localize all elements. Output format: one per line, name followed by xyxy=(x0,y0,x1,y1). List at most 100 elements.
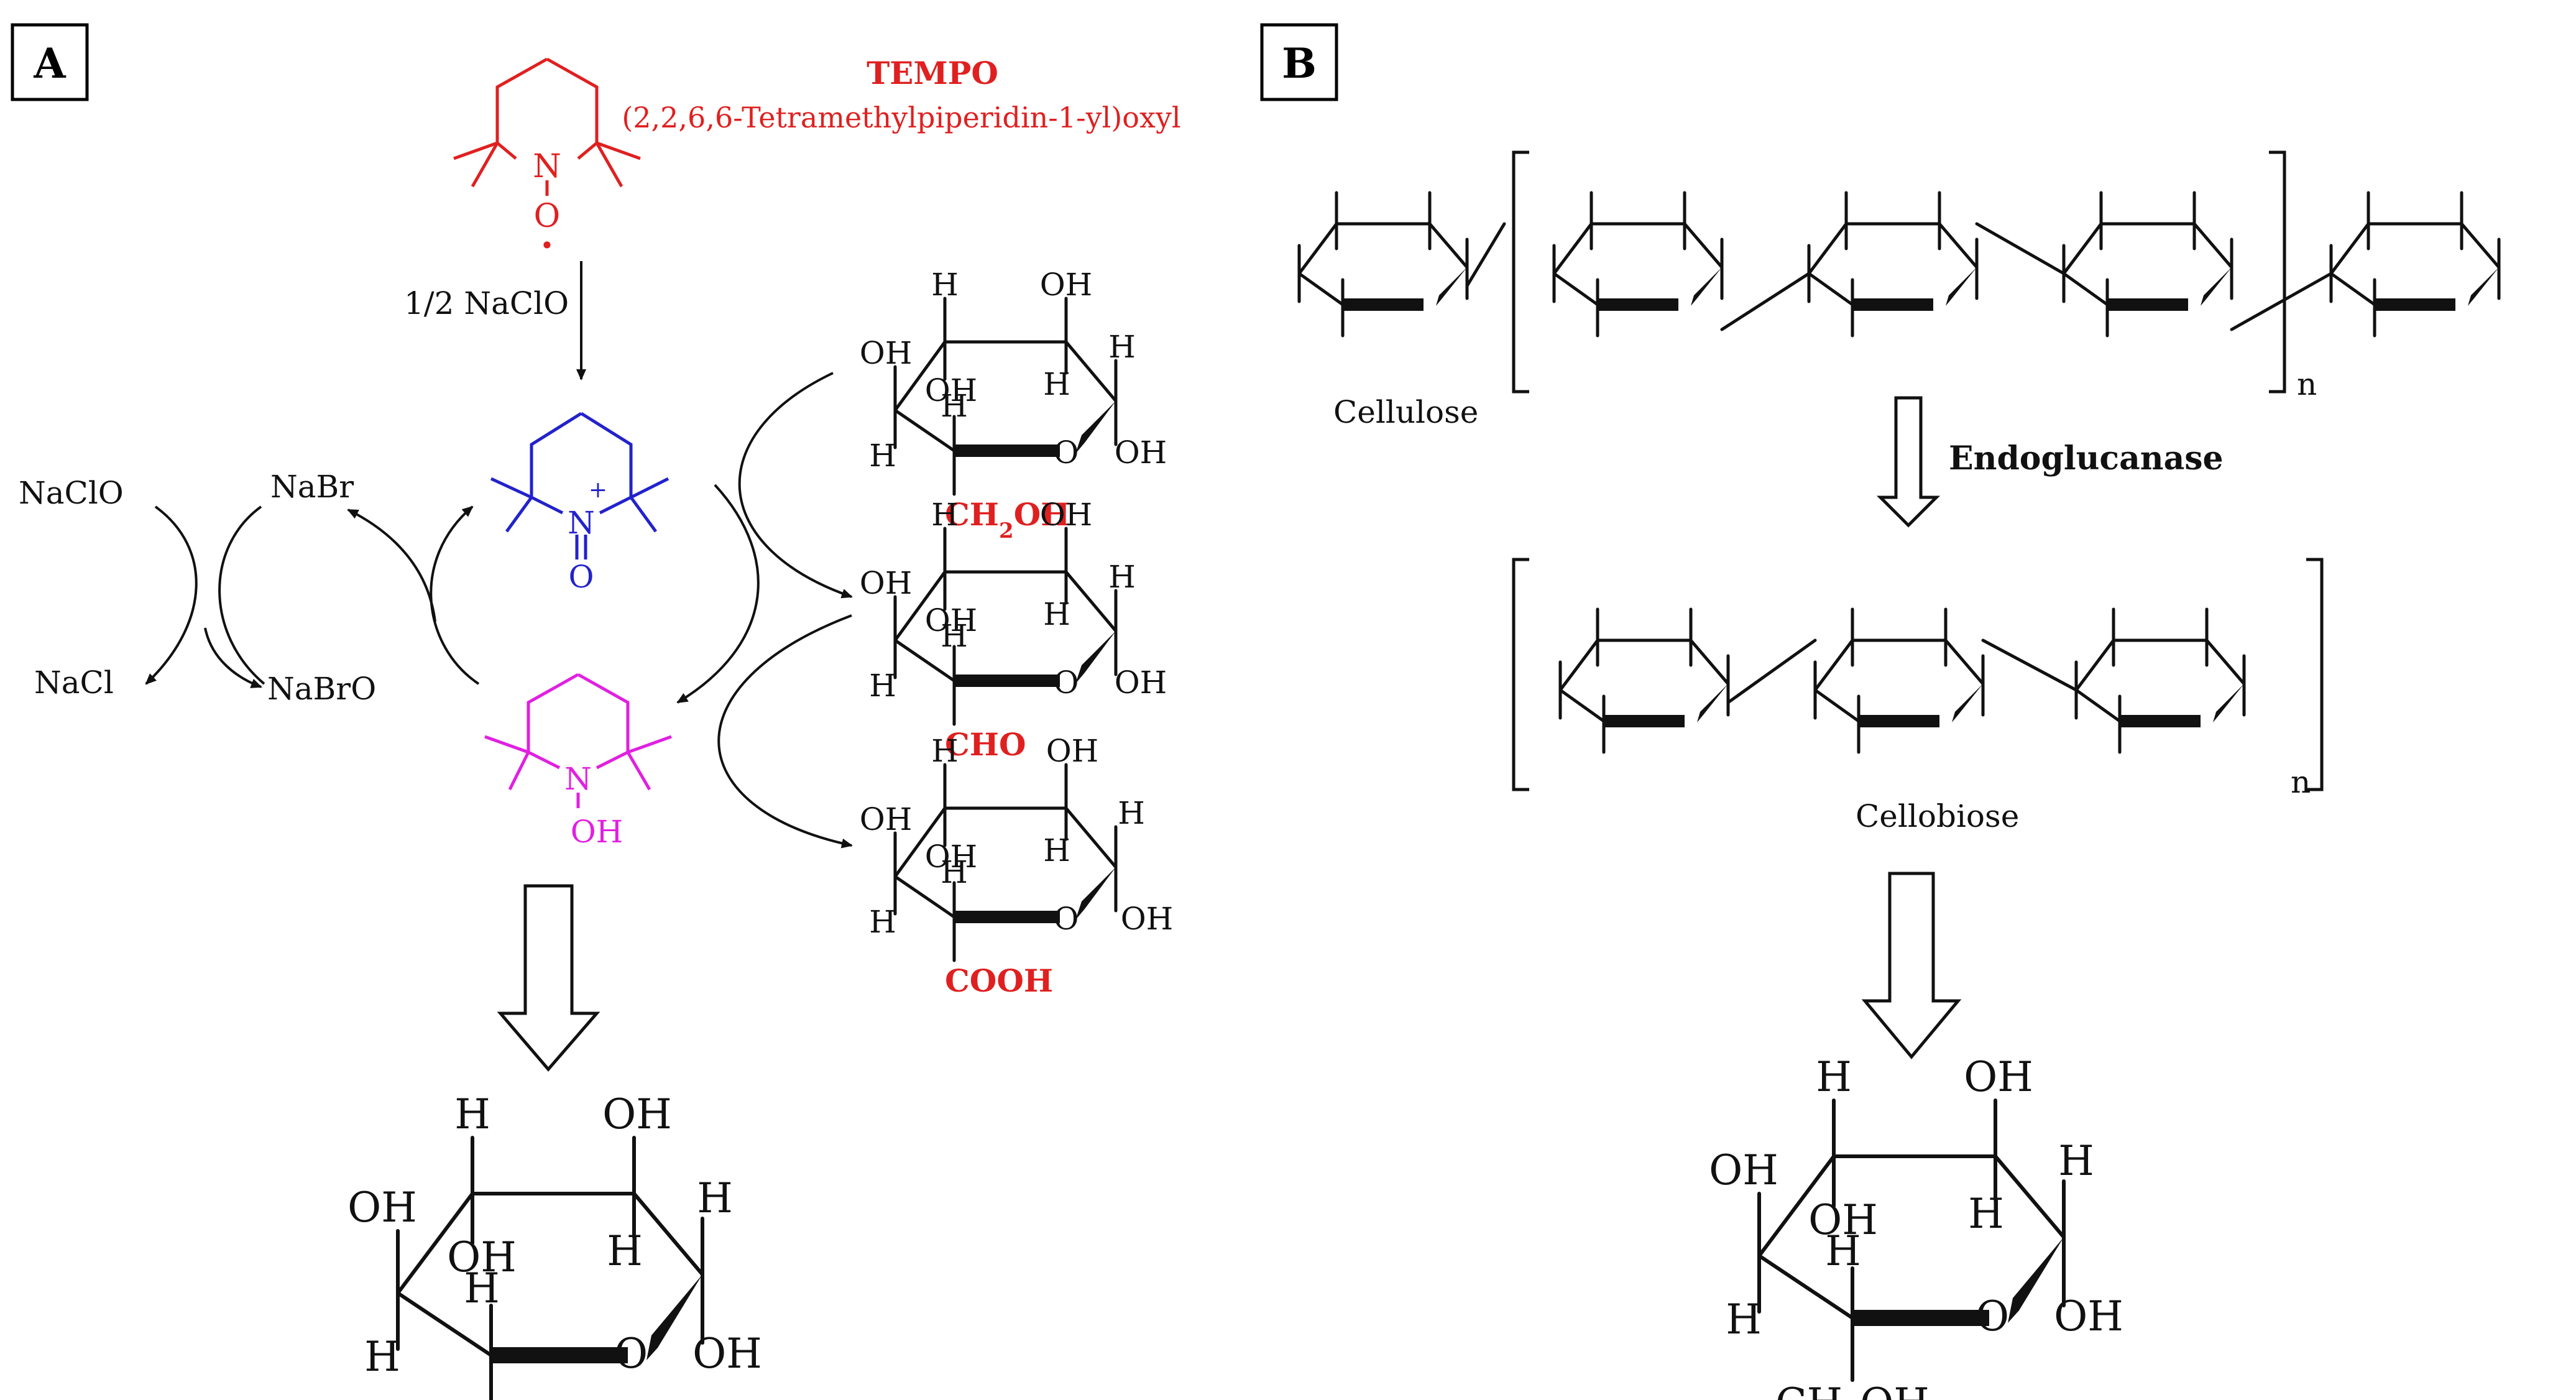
atom-oh: OH xyxy=(602,1090,672,1138)
atom-oh: OH xyxy=(1115,665,1167,701)
cellulose-structure xyxy=(1299,150,2499,394)
oxo-to-hydroxyl-arrow xyxy=(676,484,760,704)
endoglucanase-arrow xyxy=(1876,396,1941,528)
glucose-ring-ch2oh: H OH OH OH H H H H O OH CH2OH xyxy=(860,267,1167,543)
atom-oh: OH xyxy=(2054,1292,2123,1340)
tempo-n-atom: N xyxy=(533,148,561,185)
cellobiose-structure xyxy=(1512,558,2324,791)
ring-oxygen: O xyxy=(1054,435,1079,471)
tempo-radical-dot: · xyxy=(541,224,554,267)
panel-b-label: B xyxy=(1282,39,1317,88)
cellulose-n-subscript: n xyxy=(2297,366,2317,402)
ch2oh-to-cho-arrow xyxy=(738,372,853,599)
atom-oh: OH xyxy=(860,801,913,837)
atom-oh: OH xyxy=(1115,435,1167,471)
panel-b-frame xyxy=(1260,23,1338,101)
atom-h: H xyxy=(1825,1227,1861,1275)
atom-oh: OH xyxy=(925,602,978,638)
atom-h: H xyxy=(931,497,959,533)
nabr-label: NaBr xyxy=(270,469,354,505)
product-arrow-a xyxy=(497,884,600,1072)
cellobiose-label: Cellobiose xyxy=(1856,798,2019,834)
atom-h: H xyxy=(869,438,896,474)
nabro-to-nabr-arrow xyxy=(347,509,436,622)
tempo-full-name: (2,2,6,6-Tetramethylpiperidin-1-yl)oxyl xyxy=(622,101,1180,134)
atom-oh: OH xyxy=(692,1330,762,1378)
tempo-structure xyxy=(453,57,641,196)
hydroxylamine-structure xyxy=(484,673,672,808)
atom-oh: OH xyxy=(860,565,913,601)
panel-a-frame xyxy=(11,23,89,101)
hydroxyl-n-atom: N xyxy=(564,761,592,797)
atom-h: H xyxy=(869,904,896,940)
atom-oh: OH xyxy=(1808,1196,1878,1244)
regeneration-arrow xyxy=(430,505,480,685)
atom-oh: OH xyxy=(860,335,913,371)
nabr-to-nabro-arc xyxy=(218,505,265,685)
atom-oh: OH xyxy=(925,372,978,408)
naclo-label: NaClO xyxy=(19,475,124,511)
atom-oh: OH xyxy=(1121,901,1174,937)
ring-oxygen: O xyxy=(1054,665,1079,701)
atom-h: H xyxy=(941,854,968,890)
atom-oh: OH xyxy=(347,1184,417,1232)
cooh-group: COOH xyxy=(945,962,1053,999)
panel-a: A N O · TEMPO (2,2,6,6-Tetramethylpiperi… xyxy=(11,23,1181,1400)
product-glucuronic-acid: H OH OH OH H H H H O OH COOH xyxy=(347,1090,762,1400)
atom-h: H xyxy=(941,388,968,424)
panel-a-label: A xyxy=(33,39,66,88)
atom-oh: OH xyxy=(1046,733,1099,769)
atom-h: H xyxy=(931,267,959,303)
product-glucose: H OH OH OH H H H H O OH CH2OH xyxy=(1709,1053,2123,1400)
cellobiose-n-subscript: n xyxy=(2291,764,2311,800)
atom-h: H xyxy=(1726,1296,1762,1343)
oxoammonium-structure xyxy=(490,412,669,560)
ring-oxygen: O xyxy=(614,1330,648,1378)
ch2oh-group: CH2OH xyxy=(945,496,1070,543)
endoglucanase-label: Endoglucanase xyxy=(1949,440,2224,477)
atom-oh: OH xyxy=(1964,1053,2033,1101)
ch2oh-group-large: CH2OH xyxy=(1775,1379,1930,1400)
atom-h: H xyxy=(869,668,896,704)
atom-h: H xyxy=(607,1227,643,1275)
cho-group: CHO xyxy=(945,726,1026,763)
atom-h: H xyxy=(454,1090,490,1138)
atom-h: H xyxy=(1043,832,1070,868)
half-naclo-label: 1/2 NaClO xyxy=(404,285,569,321)
atom-h: H xyxy=(1108,329,1136,365)
tempo-name: TEMPO xyxy=(867,55,998,91)
ring-oxygen: O xyxy=(1976,1292,2009,1340)
atom-h: H xyxy=(1043,596,1070,632)
ring-oxygen: O xyxy=(1054,901,1079,937)
atom-oh: OH xyxy=(1040,497,1093,533)
oxo-plus-charge: + xyxy=(589,477,607,503)
atom-h: H xyxy=(931,733,959,769)
glucose-ring-cooh: H OH OH OH H H H H O OH COOH xyxy=(860,733,1174,999)
glucose-ring-cho: H OH OH OH H H H H O OH CHO xyxy=(860,497,1167,763)
atom-h: H xyxy=(464,1264,500,1312)
atom-h: H xyxy=(1108,559,1136,595)
hydroxyl-oh-group: OH xyxy=(571,814,623,850)
atom-oh: OH xyxy=(925,839,978,875)
tempo-o-atom: O xyxy=(534,198,561,235)
atom-h: H xyxy=(697,1174,733,1222)
cellulose-label: Cellulose xyxy=(1333,394,1478,430)
nacl-label: NaCl xyxy=(34,665,114,701)
oxo-n-atom: N xyxy=(568,505,595,541)
atom-oh: OH xyxy=(1040,267,1093,303)
atom-h: H xyxy=(1043,366,1070,402)
atom-h: H xyxy=(1968,1190,2004,1238)
cho-to-cooh-arrow xyxy=(717,614,853,849)
atom-h: H xyxy=(1816,1053,1852,1101)
nabro-arrowhead xyxy=(204,627,262,688)
atom-h: H xyxy=(2058,1137,2094,1185)
product-arrow-b xyxy=(1861,872,1962,1059)
atom-h: H xyxy=(1118,795,1145,831)
atom-oh: OH xyxy=(1709,1146,1778,1194)
oxo-o-atom: O xyxy=(569,559,594,595)
naclo-to-nacl-arrow xyxy=(145,505,198,685)
nabro-label: NaBrO xyxy=(267,671,376,707)
atom-h: H xyxy=(941,618,968,654)
panel-b: B Cellulose n Endoglucanase xyxy=(1260,23,2499,1400)
